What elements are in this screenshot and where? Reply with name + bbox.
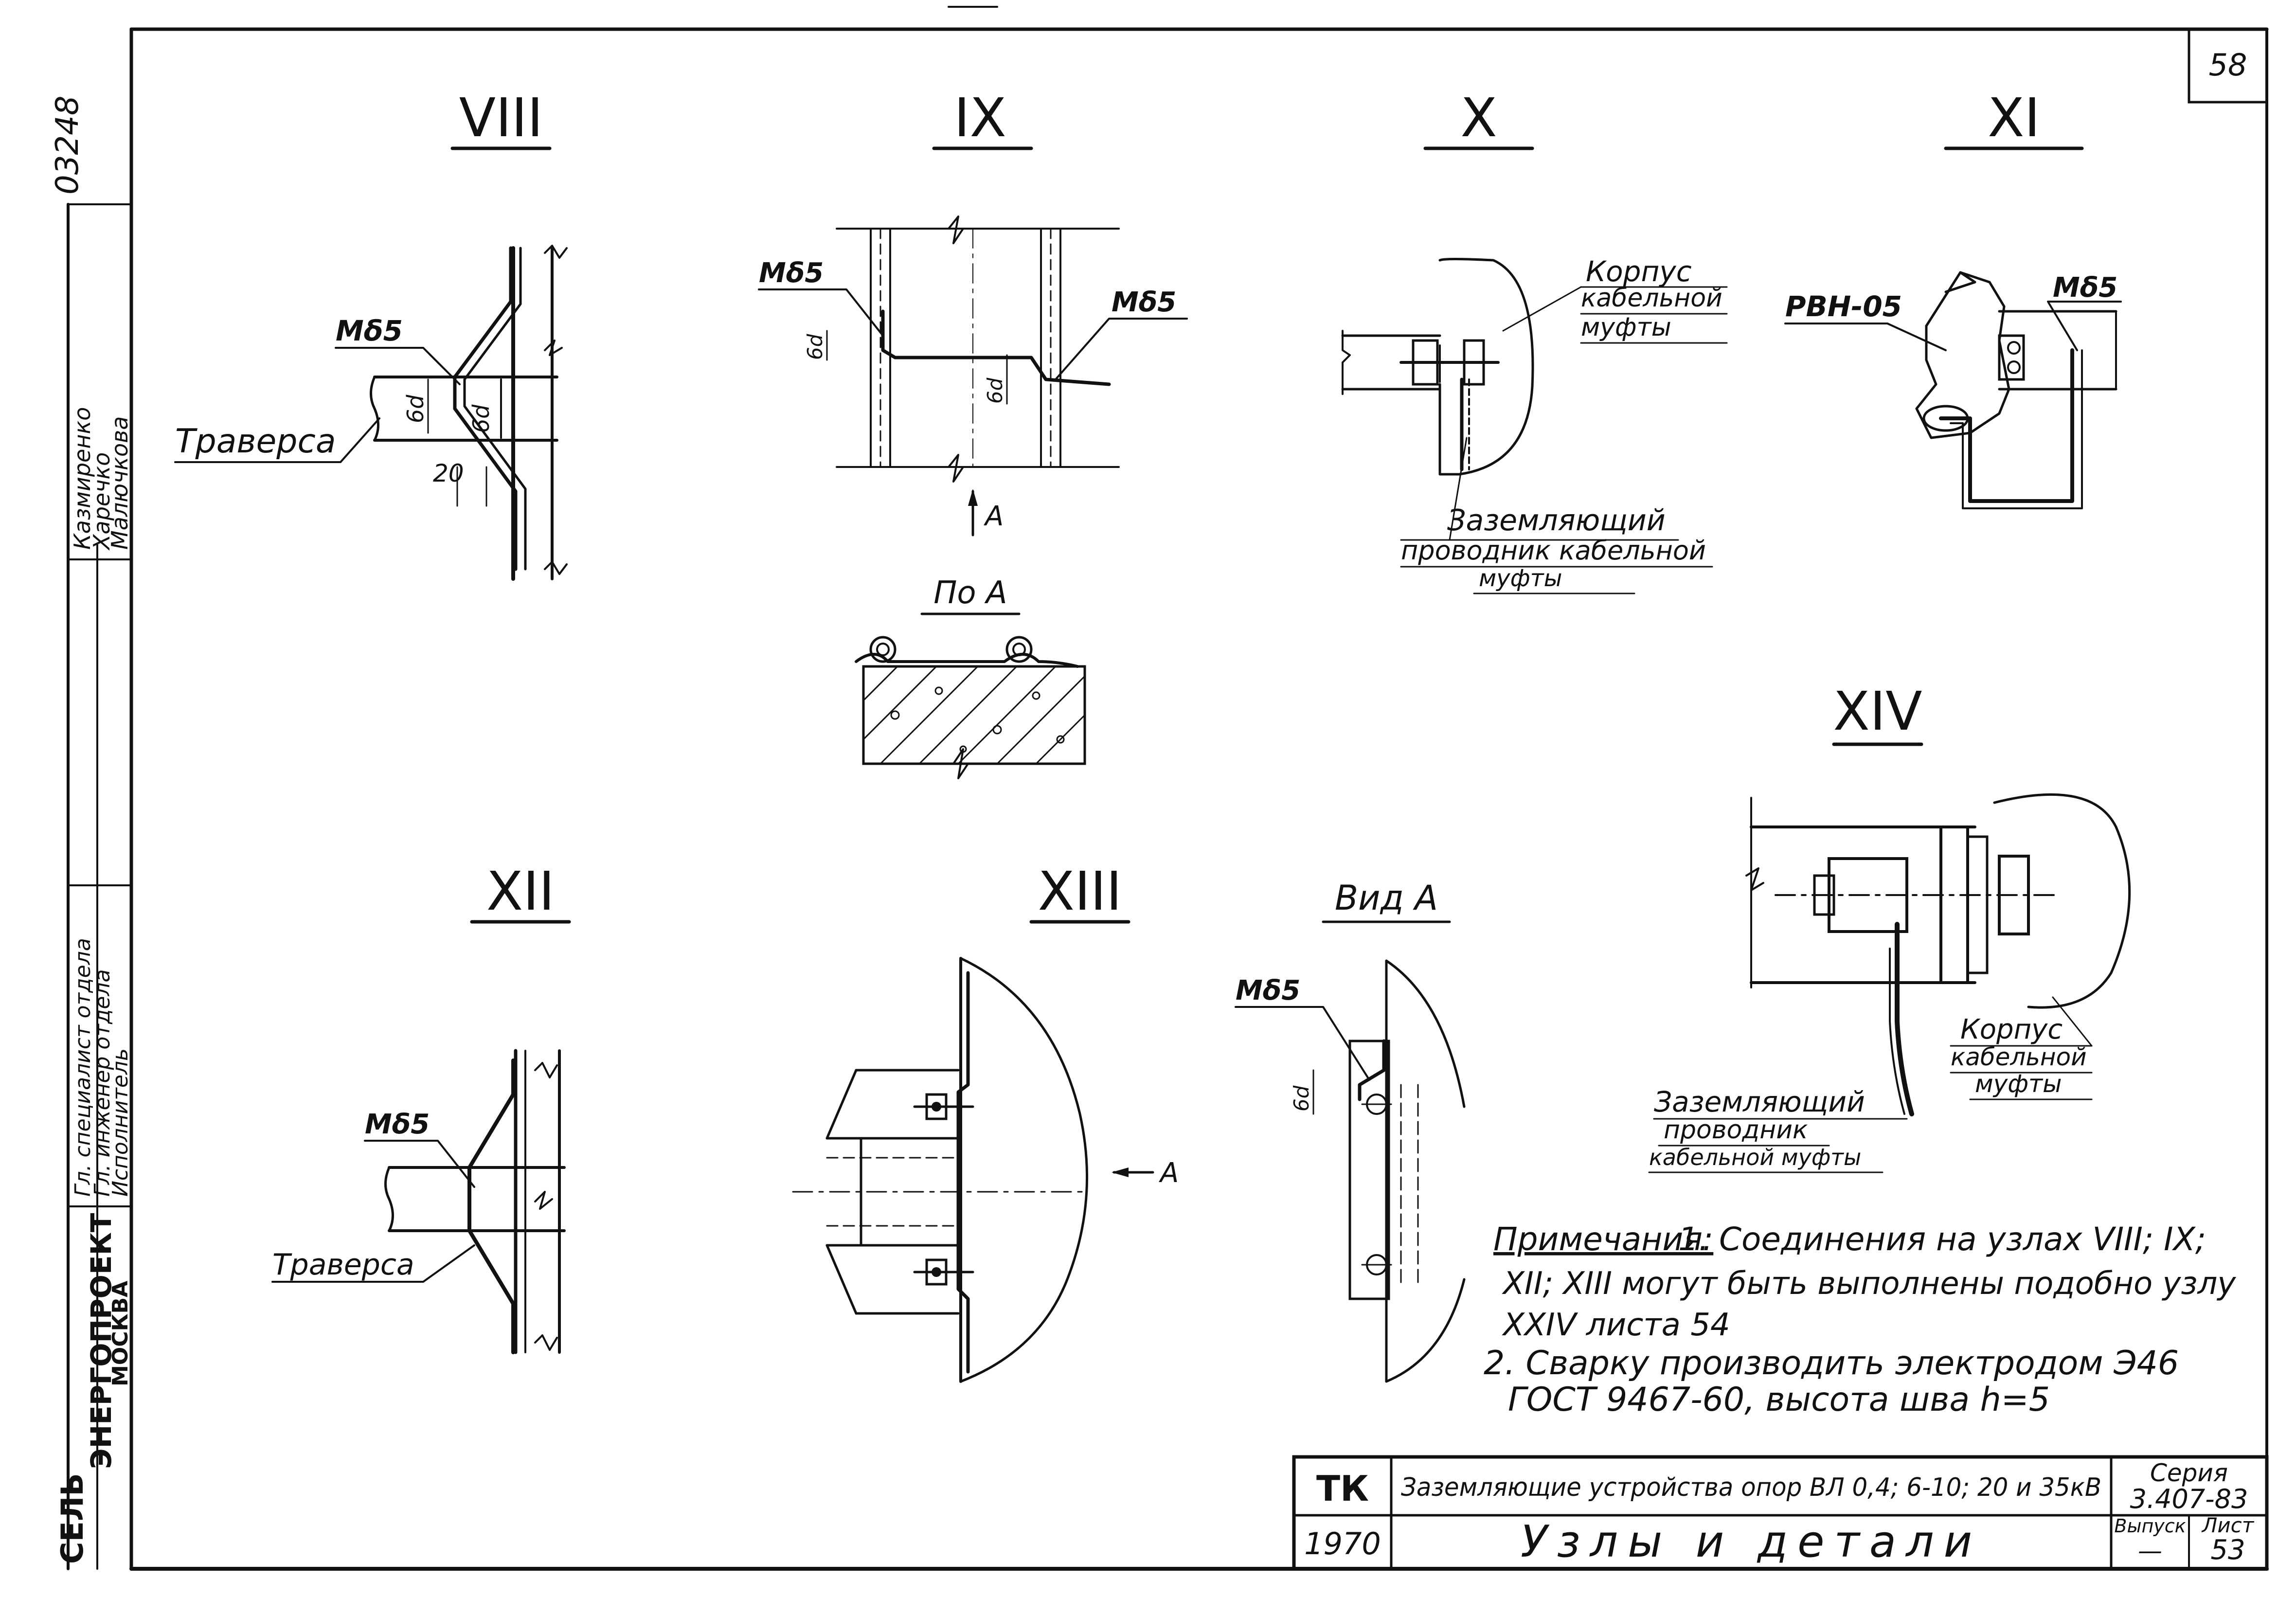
stamp-name-3: Малючкова (107, 416, 133, 550)
stamp-org-line2: ЭНЕРГОПРОЕКТ (85, 1213, 118, 1469)
xi-arrester-body (1915, 271, 2010, 439)
notes-line5: ГОСТ 9467-60, высота шва h=5 (1508, 1381, 2050, 1419)
archive-number: 03248 (50, 95, 86, 195)
notes-heading: Примечания: (1493, 1220, 1713, 1258)
notes: Примечания: 1. Соединения на узлах VIII;… (1484, 1220, 2236, 1419)
xiv-body-l2: кабельной (1951, 1043, 2087, 1071)
stamp-org-city: МОСКВА (108, 1281, 133, 1386)
xiv-body-l1: Корпус (1960, 1014, 2063, 1045)
title-block: ТК 1970 Заземляющие устройства опор ВЛ 0… (1292, 1455, 2269, 1571)
view-xi: XI РВН-05 Мδ5 (1784, 87, 2122, 509)
view-xiv: XIV Корпус кабельной муфты Заземляющий п… (1648, 680, 2131, 1173)
x-ground-l1: Заземляющий (1447, 503, 1666, 538)
side-stamp: 03248 Казмиренко Харечко Малючкова Гл. с… (50, 95, 133, 1570)
tb-project: Заземляющие устройства опор ВЛ 0,4; 6-10… (1401, 1473, 2101, 1502)
view-po-a-title: По А (933, 575, 1007, 611)
vid-a-md5-label: Мδ5 (1236, 975, 1300, 1006)
stamp-name-1: Казмиренко (69, 407, 95, 550)
view-xiii: XIII А (792, 860, 1179, 1383)
xiii-arrow-label: А (1159, 1157, 1179, 1189)
stamp-role-2: Гл. инженер отдела (90, 969, 115, 1197)
view-viii-title: VIII (459, 87, 543, 149)
ix-md5-left: Мδ5 (759, 257, 824, 289)
sheet-frame (129, 6, 2269, 1571)
xi-md5-label: Мδ5 (2053, 272, 2117, 304)
tb-issue-label: Выпуск (2114, 1515, 2186, 1537)
x-body-l3: муфты (1581, 313, 1671, 342)
view-viii: VIII 6d 6d 20 Мδ5 Траверса (174, 87, 568, 581)
view-vid-a-title: Вид А (1335, 878, 1438, 918)
stamp-role-1: Гл. специалист отдела (71, 938, 95, 1197)
tb-series-label: Серия (2150, 1459, 2228, 1487)
ix-md5-right: Мδ5 (1112, 287, 1176, 318)
view-xi-title: XI (1988, 87, 2040, 149)
viii-dim-6d-1: 6d (402, 395, 429, 423)
stamp-role-3: Исполнитель (108, 1048, 133, 1197)
xii-traverse-label: Траверса (272, 1248, 414, 1282)
xiv-body-l3: муфты (1975, 1070, 2062, 1098)
viii-dim-6d-2: 6d (468, 404, 494, 433)
concrete-aggregate (890, 686, 1065, 753)
view-xii: XII Мδ5 Траверса (271, 860, 571, 1354)
tb-year: 1970 (1304, 1526, 1381, 1561)
tb-series: 3.407-83 (2130, 1484, 2248, 1514)
xiv-ground-l2: проводник (1664, 1115, 1808, 1145)
view-x-title: X (1460, 87, 1497, 149)
notes-line3: XXIV листа 54 (1502, 1307, 1730, 1343)
tb-issue: — (2138, 1537, 2162, 1565)
viii-dim-20: 20 (433, 459, 464, 487)
x-body-l1: Корпус (1586, 255, 1692, 288)
ix-dim-6d-1: 6d (803, 334, 827, 360)
page-number: 58 (2209, 47, 2247, 83)
page-number-box: 58 (2188, 28, 2268, 104)
stamp-org-line1: СЕЛЬ (54, 1473, 90, 1564)
notes-line1: 1. Соединения на узлах VIII; IX; (1678, 1220, 2206, 1258)
notes-line4: 2. Сварку производить электродом Э46 (1484, 1344, 2179, 1382)
view-po-a: По А (855, 575, 1086, 779)
ix-dim-6d-2: 6d (983, 377, 1007, 404)
xi-rvn-label: РВН-05 (1785, 290, 1902, 323)
x-ground-l3: муфты (1479, 565, 1562, 592)
view-ix-title: IX (954, 87, 1006, 149)
tb-sheet-label: Лист (2201, 1513, 2255, 1537)
xiii-cable-box-body (959, 957, 1089, 1383)
xii-md5-label: Мδ5 (365, 1109, 430, 1140)
vid-a-dim-6d: 6d (1290, 1085, 1313, 1112)
xiv-cable-box-body (1993, 793, 2131, 1009)
tb-drawing-title: Узлы и детали (1521, 1516, 1982, 1567)
view-vid-a: Вид А 6d Мδ5 (1235, 878, 1466, 1383)
view-ix: IX 6d 6d Мδ5 Мδ5 А (758, 87, 1188, 537)
viii-md5-label: Мδ5 (336, 314, 403, 347)
x-cable-box-body (1438, 258, 1534, 476)
concrete-hatch (862, 665, 1086, 765)
view-xii-title: XII (486, 860, 555, 922)
tb-sheet: 53 (2210, 1534, 2245, 1566)
stamp-name-2: Харечко (89, 452, 115, 551)
xiv-ground-l1: Заземляющий (1654, 1085, 1865, 1118)
ix-arrow-label: А (984, 501, 1004, 532)
viii-traverse-label: Траверса (175, 422, 336, 461)
view-x: X Корпус кабельной муфты Заземляющий про… (1341, 87, 1728, 594)
view-xiii-title: XIII (1038, 860, 1122, 922)
view-xiv-title: XIV (1833, 680, 1922, 742)
tb-tk: ТК (1316, 1468, 1369, 1509)
notes-line2: XII; XIII могут быть выполнены подобно у… (1502, 1266, 2236, 1302)
xiv-ground-l3: кабельной муфты (1649, 1144, 1861, 1170)
x-body-l2: кабельной (1581, 284, 1722, 313)
